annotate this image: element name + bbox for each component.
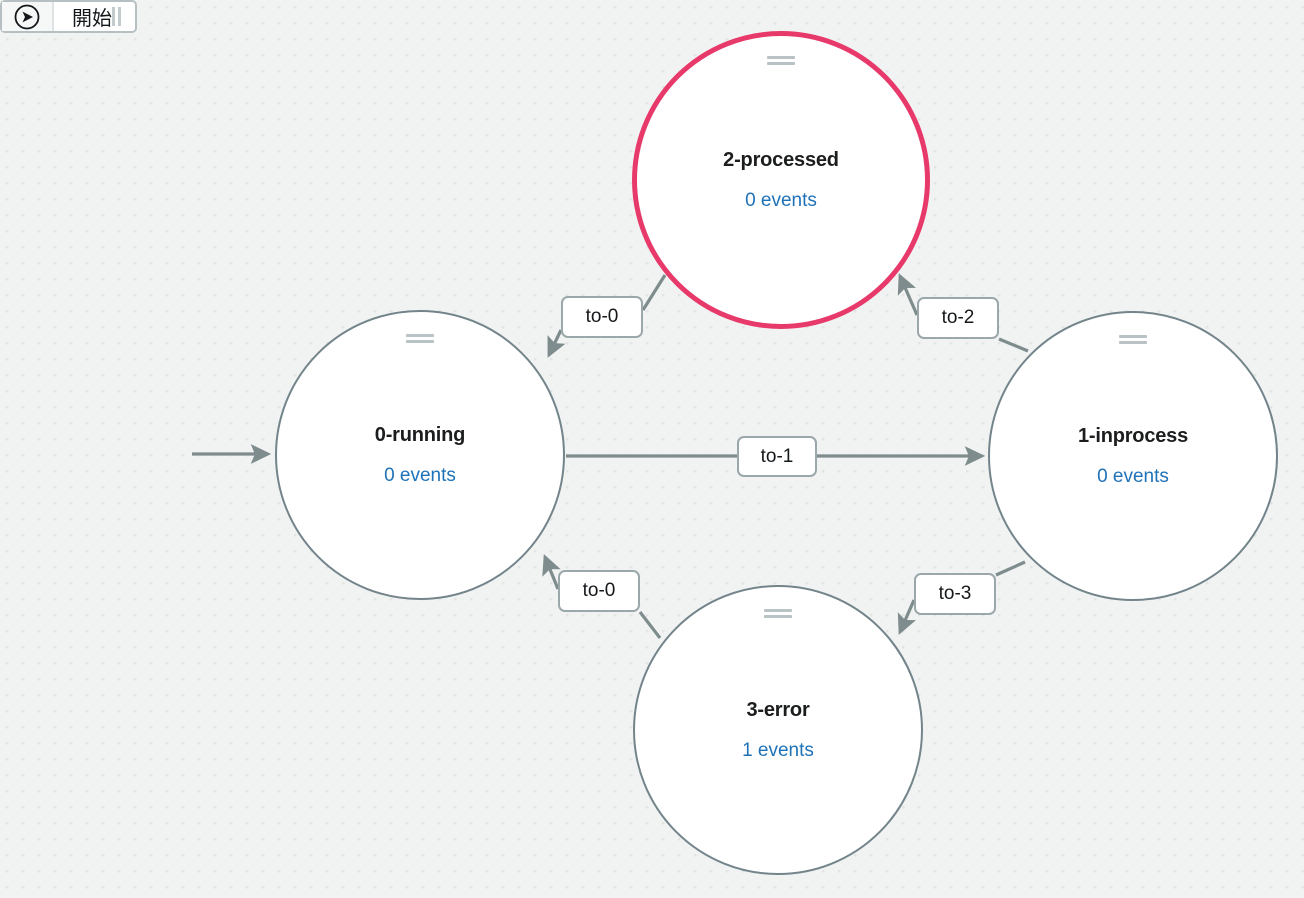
play-circle-icon[interactable] — [2, 2, 54, 31]
edge-label-to-1[interactable]: to-1 — [737, 436, 817, 477]
edge-label-to-3[interactable]: to-3 — [914, 573, 996, 615]
state-node-1-inprocess[interactable]: 1-inprocess 0 events — [988, 311, 1278, 601]
state-node-title: 3-error — [746, 698, 810, 721]
drag-handle-icon[interactable] — [767, 56, 795, 65]
edge-label-to-0-bottom[interactable]: to-0 — [558, 570, 640, 612]
state-node-title: 0-running — [374, 423, 466, 446]
edge-label-to-0-top[interactable]: to-0 — [561, 296, 643, 338]
state-node-events-count: 0 events — [1097, 465, 1169, 487]
state-node-events-count: 1 events — [742, 739, 814, 761]
drag-handle-icon[interactable] — [1119, 335, 1147, 344]
drag-handle-icon[interactable] — [764, 609, 792, 618]
pause-icon[interactable] — [112, 7, 121, 26]
drag-handle-icon[interactable] — [406, 334, 434, 343]
state-node-title: 1-inprocess — [1077, 424, 1189, 447]
start-node[interactable]: 開始 — [0, 0, 137, 33]
state-node-events-count: 0 events — [745, 189, 817, 211]
state-node-events-count: 0 events — [384, 464, 456, 486]
state-node-2-processed[interactable]: 2-processed 0 events — [632, 31, 930, 329]
state-node-0-running[interactable]: 0-running 0 events — [275, 310, 565, 600]
start-node-body[interactable]: 開始 — [54, 2, 135, 31]
start-node-label: 開始 — [72, 8, 112, 30]
state-node-3-error[interactable]: 3-error 1 events — [633, 585, 923, 875]
state-node-title: 2-processed — [723, 148, 839, 171]
edge-label-to-2[interactable]: to-2 — [917, 297, 999, 339]
